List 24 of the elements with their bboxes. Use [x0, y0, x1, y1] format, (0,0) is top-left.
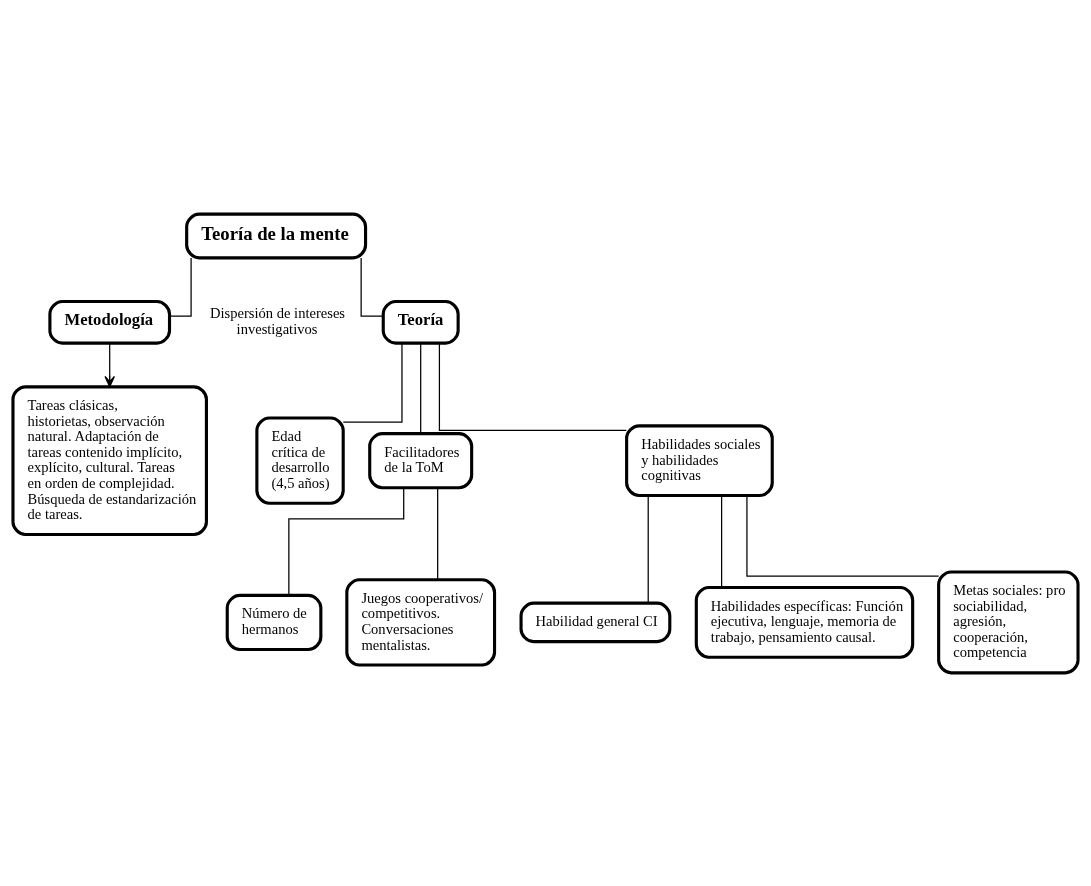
- node-box: Metodología: [48, 299, 172, 345]
- connector: [288, 486, 405, 596]
- connector: [647, 494, 649, 604]
- node-box: Teoría de la mente: [185, 212, 368, 259]
- node-box: Tareas clásicas, historietas, observación natural. Adaptación de tareas contenido implícito, explícito, cultural. Tareas en orden de complejidad. Búsqueda de estandarización de tareas.: [11, 384, 208, 536]
- node-box: Número de hermanos: [225, 593, 323, 651]
- connector: [437, 486, 439, 580]
- connector: [746, 494, 940, 577]
- node-box: Teoría: [381, 299, 460, 345]
- node-box: Habilidades específicas: Función ejecutiva, lenguaje, memoria de trabajo, pensamiento causal.: [694, 585, 915, 659]
- connector: [360, 256, 384, 317]
- label: Dispersión de intereses investigativos: [210, 304, 346, 337]
- connector: [420, 342, 422, 434]
- node-box: Habilidad general CI: [519, 601, 672, 643]
- connector: [721, 494, 723, 588]
- connector: [438, 342, 627, 431]
- connector: [342, 342, 403, 423]
- connector: [169, 256, 192, 317]
- node-box: Facilitadores de la ToM: [368, 431, 474, 489]
- node-box: Habilidades sociales y habilidades cognitivas: [625, 423, 774, 497]
- node-box: Juegos cooperativos/ competitivos. Conversaciones mentalistas.: [345, 577, 497, 667]
- arrow: [104, 342, 115, 387]
- node-box: Edad crítica de desarrollo (4,5 años): [255, 415, 345, 505]
- node-box: Metas sociales: pro sociabilidad, agresión, cooperación, competencia: [937, 569, 1080, 674]
